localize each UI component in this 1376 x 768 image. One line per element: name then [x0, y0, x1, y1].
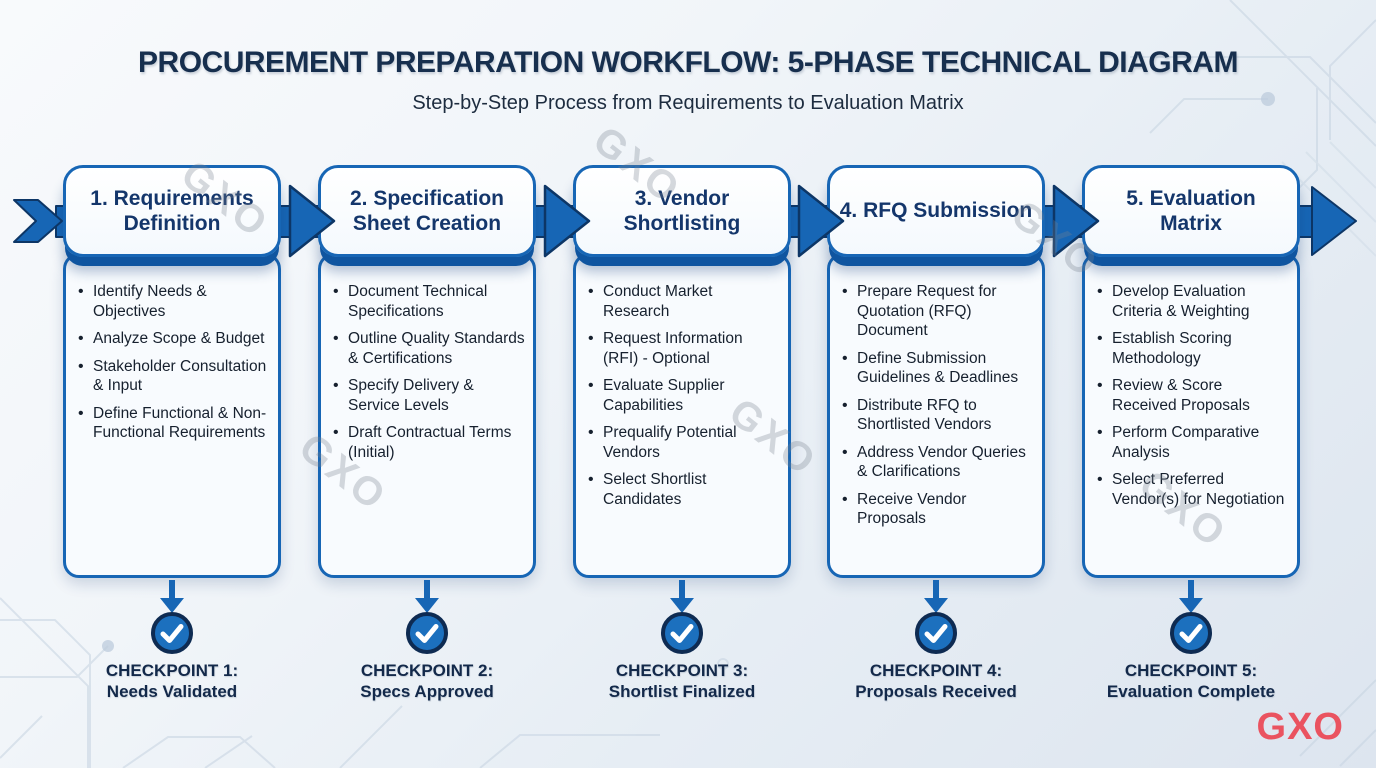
phase-column-5: 5. Evaluation Matrix Develop Evaluation …	[1082, 0, 1300, 768]
bullet-item: Establish Scoring Methodology	[1095, 329, 1289, 368]
phase-2-content-box: Document Technical SpecificationsOutline…	[318, 253, 536, 578]
down-arrow-icon	[415, 580, 439, 613]
checkmark-icon	[406, 612, 448, 654]
checkpoint-3-line2: Shortlist Finalized	[608, 682, 756, 701]
phase-2-bullet-list: Document Technical SpecificationsOutline…	[331, 282, 525, 462]
checkpoint-1-line1: CHECKPOINT 1:	[105, 661, 239, 680]
bullet-item: Prepare Request for Quotation (RFQ) Docu…	[840, 282, 1034, 341]
bullet-item: Define Submission Guidelines & Deadlines	[840, 349, 1034, 388]
checkpoint-4-line2: Proposals Received	[855, 682, 1017, 701]
checkpoint-1-line2: Needs Validated	[106, 682, 238, 701]
checkmark-icon	[151, 612, 193, 654]
checkpoint-2-line1: CHECKPOINT 2:	[360, 661, 494, 680]
phase-column-3: 3. Vendor Shortlisting Conduct Market Re…	[573, 0, 791, 768]
gxo-logo: GXO	[1256, 706, 1344, 748]
bullet-item: Specify Delivery & Service Levels	[331, 376, 525, 415]
checkpoint-5-line1: CHECKPOINT 5:	[1124, 661, 1258, 680]
bullet-item: Request Information (RFI) - Optional	[586, 329, 780, 368]
checkpoint-5-line2: Evaluation Complete	[1106, 682, 1276, 701]
page-title: PROCUREMENT PREPARATION WORKFLOW: 5-PHAS…	[138, 46, 1238, 79]
phase-4-title: 4. RFQ Submission	[839, 199, 1033, 223]
checkpoint-3-label: CHECKPOINT 3: Shortlist Finalized	[563, 660, 801, 702]
checkpoint-4-label: CHECKPOINT 4: Proposals Received	[817, 660, 1055, 702]
phase-4-bullet-list: Prepare Request for Quotation (RFQ) Docu…	[840, 282, 1034, 529]
down-arrow-icon	[670, 580, 694, 613]
phase-column-1: 1. Requirements Definition Identify Need…	[63, 0, 281, 768]
bullet-item: Receive Vendor Proposals	[840, 490, 1034, 529]
down-arrow-icon	[924, 580, 948, 613]
phase-5-bullet-list: Develop Evaluation Criteria & WeightingE…	[1095, 282, 1289, 509]
checkpoint-4-line1: CHECKPOINT 4:	[869, 661, 1003, 680]
phase-column-4: 4. RFQ Submission Prepare Request for Qu…	[827, 0, 1045, 768]
checkmark-icon	[915, 612, 957, 654]
checkmark-icon	[1170, 612, 1212, 654]
title-block: PROCUREMENT PREPARATION WORKFLOW: 5-PHAS…	[0, 46, 1376, 115]
checkmark-icon	[661, 612, 703, 654]
bullet-item: Review & Score Received Proposals	[1095, 376, 1289, 415]
bullet-item: Prequalify Potential Vendors	[586, 423, 780, 462]
bullet-item: Identify Needs & Objectives	[76, 282, 270, 321]
phase-3-bullet-list: Conduct Market ResearchRequest Informati…	[586, 282, 780, 509]
bullet-item: Distribute RFQ to Shortlisted Vendors	[840, 396, 1034, 435]
bullet-item: Define Functional & Non-Functional Requi…	[76, 404, 270, 443]
page-subtitle: Step-by-Step Process from Requirements t…	[412, 92, 964, 114]
checkpoint-3-line1: CHECKPOINT 3:	[615, 661, 749, 680]
bullet-item: Document Technical Specifications	[331, 282, 525, 321]
phase-1-bullet-list: Identify Needs & ObjectivesAnalyze Scope…	[76, 282, 270, 443]
checkpoint-2-line2: Specs Approved	[360, 682, 494, 701]
phase-3-content-box: Conduct Market ResearchRequest Informati…	[573, 253, 791, 578]
down-arrow-icon	[160, 580, 184, 613]
start-chevron-icon	[13, 199, 63, 243]
phase-2-header-box: 2. Specification Sheet Creation	[318, 165, 536, 257]
down-arrow-icon	[1179, 580, 1203, 613]
phase-2-title: 2. Specification Sheet Creation	[349, 186, 505, 235]
phase-column-2: 2. Specification Sheet Creation Document…	[318, 0, 536, 768]
bullet-item: Select Preferred Vendor(s) for Negotiati…	[1095, 470, 1289, 509]
bullet-item: Analyze Scope & Budget	[76, 329, 270, 349]
phase-3-title: 3. Vendor Shortlisting	[623, 186, 741, 235]
bullet-item: Evaluate Supplier Capabilities	[586, 376, 780, 415]
phase-4-header-box: 4. RFQ Submission	[827, 165, 1045, 257]
bullet-item: Draft Contractual Terms (Initial)	[331, 423, 525, 462]
bullet-item: Outline Quality Standards & Certificatio…	[331, 329, 525, 368]
bullet-item: Address Vendor Queries & Clarifications	[840, 443, 1034, 482]
checkpoint-2-label: CHECKPOINT 2: Specs Approved	[308, 660, 546, 702]
bullet-item: Stakeholder Consultation & Input	[76, 357, 270, 396]
phase-4-content-box: Prepare Request for Quotation (RFQ) Docu…	[827, 253, 1045, 578]
checkpoint-5-label: CHECKPOINT 5: Evaluation Complete	[1072, 660, 1310, 702]
end-arrow-icon	[1311, 186, 1357, 256]
bullet-item: Select Shortlist Candidates	[586, 470, 780, 509]
phase-5-header-box: 5. Evaluation Matrix	[1082, 165, 1300, 257]
checkpoint-1-label: CHECKPOINT 1: Needs Validated	[53, 660, 291, 702]
bullet-item: Develop Evaluation Criteria & Weighting	[1095, 282, 1289, 321]
bullet-item: Conduct Market Research	[586, 282, 780, 321]
phase-5-title: 5. Evaluation Matrix	[1126, 186, 1256, 235]
bullet-item: Perform Comparative Analysis	[1095, 423, 1289, 462]
phase-1-content-box: Identify Needs & ObjectivesAnalyze Scope…	[63, 253, 281, 578]
